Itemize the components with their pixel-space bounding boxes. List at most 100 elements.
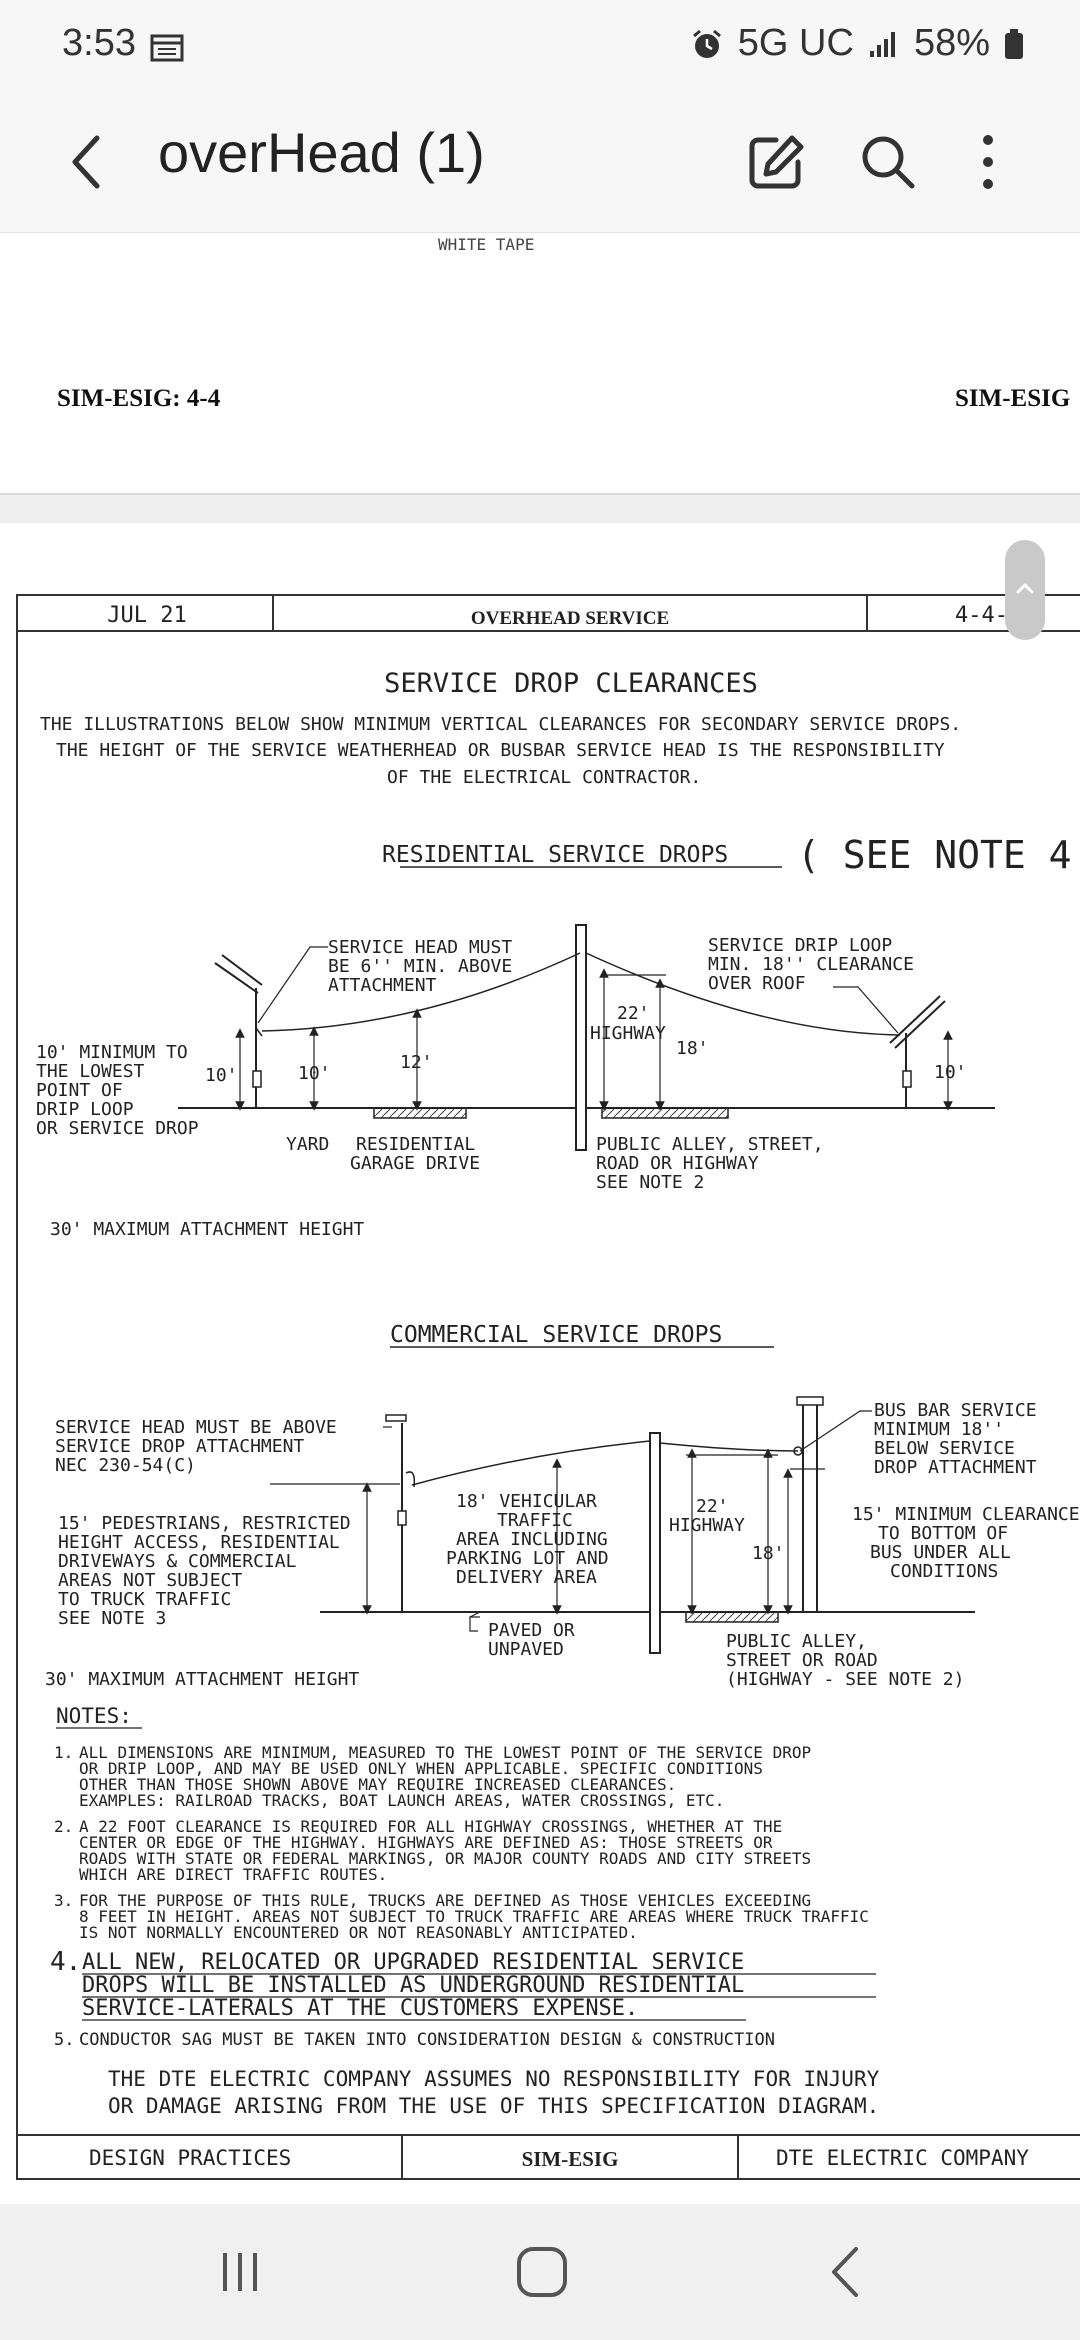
res-road xyxy=(601,1107,729,1119)
com-clear-note-4: CONDITIONS xyxy=(890,1561,998,1582)
com-veh-note-4: PARKING LOT AND xyxy=(446,1548,609,1569)
edit-button[interactable] xyxy=(734,120,818,204)
header-title: OVERHEAD SERVICE xyxy=(471,608,669,629)
com-pole xyxy=(649,1432,661,1654)
spec-diagram: JUL 21 OVERHEAD SERVICE 4-4-5 SERVICE DR… xyxy=(16,594,1080,2180)
document-title: overHead (1) xyxy=(158,121,485,184)
res-head-note-1: SERVICE HEAD MUST xyxy=(328,937,512,958)
calendar-icon xyxy=(150,34,184,62)
signal-icon xyxy=(869,31,895,57)
network-label: 5G UC xyxy=(737,22,854,64)
back-button[interactable] xyxy=(46,120,130,204)
note-1-line-1: ALL DIMENSIONS ARE MINIMUM, MEASURED TO … xyxy=(79,1743,811,1762)
res-title: RESIDENTIAL SERVICE DROPS xyxy=(382,842,728,868)
footer-right: DTE ELECTRIC COMPANY xyxy=(776,2146,1029,2170)
app-bar: overHead (1) xyxy=(0,92,1080,233)
status-right: 5G UC 58% xyxy=(690,22,1024,65)
document-page-2[interactable]: JUL 21 OVERHEAD SERVICE 4-4-5 SERVICE DR… xyxy=(0,523,1080,2203)
notes-title: NOTES: xyxy=(56,1704,132,1728)
battery-label: 58% xyxy=(913,22,990,64)
nav-back-icon xyxy=(832,2247,858,2297)
note-4-line-1: ALL NEW, RELOCATED OR UPGRADED RESIDENTI… xyxy=(82,1950,744,1975)
more-options-button[interactable] xyxy=(946,120,1030,204)
fast-scroll-handle[interactable] xyxy=(1005,540,1045,640)
com-dim-18: 18' xyxy=(752,1543,785,1564)
intro-line-1: THE ILLUSTRATIONS BELOW SHOW MINIMUM VER… xyxy=(40,714,961,735)
document-page-1[interactable]: WHITE TAPE SIM-ESIG: 4-4 SIM-ESIG xyxy=(0,233,1080,495)
note-1-line-2: OR DRIP LOOP, AND MAY BE USED ONLY WHEN … xyxy=(79,1759,763,1778)
com-bus-note-3: BELOW SERVICE xyxy=(874,1438,1015,1459)
system-nav-bar xyxy=(0,2204,1080,2340)
nav-back-button[interactable] xyxy=(806,2240,886,2304)
res-garage-drive xyxy=(373,1107,467,1119)
intro-line-3: OF THE ELECTRICAL CONTRACTOR. xyxy=(387,767,701,788)
search-icon xyxy=(862,136,915,189)
com-paved-2: UNPAVED xyxy=(488,1639,564,1660)
res-drip-note-3: OVER ROOF xyxy=(708,973,806,994)
chevron-up-icon xyxy=(1016,583,1034,594)
res-alley-3: SEE NOTE 2 xyxy=(596,1172,704,1193)
com-bus-note-2: MINIMUM 18'' xyxy=(874,1419,1004,1440)
res-min-note-2: THE LOWEST xyxy=(36,1061,145,1082)
com-ped-note-6: SEE NOTE 3 xyxy=(58,1608,166,1629)
com-bus-note-1: BUS BAR SERVICE xyxy=(874,1400,1037,1421)
alarm-icon xyxy=(692,29,721,58)
com-veh-note-3: AREA INCLUDING xyxy=(456,1529,608,1550)
res-drip-note-2: MIN. 18'' CLEARANCE xyxy=(708,954,914,975)
com-veh-note-2: TRAFFIC xyxy=(497,1510,573,1531)
res-min-note-1: 10' MINIMUM TO xyxy=(36,1042,188,1063)
com-dim-22: 22' xyxy=(696,1496,729,1517)
note-1-line-4: EXAMPLES: RAILROAD TRACKS, BOAT LAUNCH A… xyxy=(79,1791,724,1810)
disclaimer-line-1: THE DTE ELECTRIC COMPANY ASSUMES NO RESP… xyxy=(108,2067,880,2091)
search-button[interactable] xyxy=(846,120,930,204)
res-max-height: 30' MAXIMUM ATTACHMENT HEIGHT xyxy=(50,1219,364,1240)
note-4-line-3: SERVICE-LATERALS AT THE CUSTOMERS EXPENS… xyxy=(82,1996,638,2021)
disclaimer-line-2: OR DAMAGE ARISING FROM THE USE OF THIS S… xyxy=(108,2094,879,2118)
note-2-line-3: ROADS WITH STATE OR FEDERAL MARKINGS, OR… xyxy=(79,1849,811,1868)
com-alley-2: STREET OR ROAD xyxy=(726,1650,878,1671)
footer-left: DESIGN PRACTICES xyxy=(89,2146,291,2170)
note-2-line-1: A 22 FOOT CLEARANCE IS REQUIRED FOR ALL … xyxy=(79,1817,782,1836)
com-veh-note-5: DELIVERY AREA xyxy=(456,1567,597,1588)
res-dim-10c: 10' xyxy=(934,1062,967,1083)
recent-apps-button[interactable] xyxy=(200,2240,280,2304)
home-icon xyxy=(517,2247,567,2297)
note-5-num: 5. xyxy=(54,2030,74,2050)
note-2-line-4: WHICH ARE DIRECT TRAFFIC ROUTES. xyxy=(79,1865,387,1884)
res-service-drop-right xyxy=(585,952,901,1036)
res-head-note-3: ATTACHMENT xyxy=(328,975,437,996)
main-title: SERVICE DROP CLEARANCES xyxy=(384,668,758,699)
recent-apps-icon xyxy=(223,2253,257,2291)
com-head-note-1: SERVICE HEAD MUST BE ABOVE xyxy=(55,1417,337,1438)
res-yard: YARD xyxy=(286,1134,329,1155)
note-3-line-2: 8 FEET IN HEIGHT. AREAS NOT SUBJECT TO T… xyxy=(79,1907,869,1926)
home-button[interactable] xyxy=(502,2240,582,2304)
back-arrow-icon xyxy=(72,135,100,189)
res-min-note-3: POINT OF xyxy=(36,1080,123,1101)
edit-icon xyxy=(749,135,804,189)
com-paved-1: PAVED OR xyxy=(488,1620,575,1641)
res-pole xyxy=(575,924,587,1151)
res-garage-2: GARAGE DRIVE xyxy=(350,1153,480,1174)
page1-top-label: WHITE TAPE xyxy=(438,235,535,254)
res-drip-note-1: SERVICE DRIP LOOP xyxy=(708,935,892,956)
com-ped-note-3: DRIVEWAYS & COMMERCIAL xyxy=(58,1551,297,1572)
page1-left-label: SIM-ESIG: 4-4 xyxy=(57,385,221,412)
res-dim-10a: 10' xyxy=(205,1065,238,1086)
note-3-line-3: IS NOT NORMALLY ENCOUNTERED OR NOT REASO… xyxy=(79,1923,638,1942)
com-alley-3: (HIGHWAY - SEE NOTE 2) xyxy=(726,1669,964,1690)
note-5-line-1: CONDUCTOR SAG MUST BE TAKEN INTO CONSIDE… xyxy=(79,2030,775,2050)
res-dim-10b: 10' xyxy=(298,1063,331,1084)
note-1-num: 1. xyxy=(54,1743,73,1762)
status-bar: 3:53 5G UC 58% xyxy=(0,0,1080,92)
page-border xyxy=(16,594,1080,2180)
com-highway: HIGHWAY xyxy=(669,1515,745,1536)
com-ped-note-4: AREAS NOT SUBJECT xyxy=(58,1570,242,1591)
more-vertical-icon xyxy=(983,135,993,189)
note-4-line-2: DROPS WILL BE INSTALLED AS UNDERGROUND R… xyxy=(82,1973,744,1998)
res-see-note: ( SEE NOTE 4 xyxy=(797,833,1072,877)
intro-line-2: THE HEIGHT OF THE SERVICE WEATHERHEAD OR… xyxy=(56,740,945,761)
com-service-drop-right xyxy=(659,1442,799,1452)
note-3-line-1: FOR THE PURPOSE OF THIS RULE, TRUCKS ARE… xyxy=(79,1891,811,1910)
note-2-line-2: CENTER OR EDGE OF THE HIGHWAY. HIGHWAYS … xyxy=(79,1833,773,1852)
